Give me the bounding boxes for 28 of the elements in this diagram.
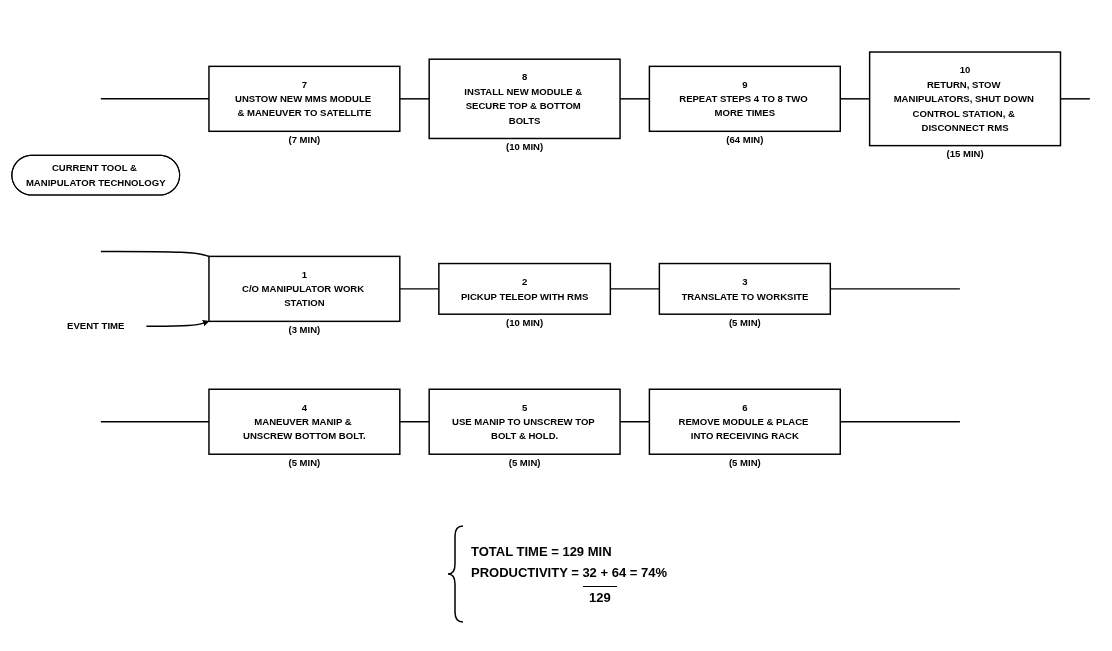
connector bbox=[399, 98, 430, 100]
node-box: 2 PICKUP TELEOP WITH RMS bbox=[438, 262, 612, 315]
node-box: 1 C/O MANIPULATOR WORK STATION bbox=[208, 255, 401, 323]
node-box: 6 REMOVE MODULE & PLACE INTO RECEIVING RACK bbox=[648, 388, 841, 455]
node-box: 4 MANEUVER MANIP & UNSCREW BOTTOM BOLT. bbox=[208, 388, 401, 455]
duration-label: (3 MIN) bbox=[288, 324, 321, 336]
fraction-denominator: 129 bbox=[583, 585, 617, 605]
duration-label: (10 MIN) bbox=[506, 141, 544, 153]
connector bbox=[399, 421, 430, 423]
duration-label: (7 MIN) bbox=[288, 134, 321, 146]
node-box: 7 UNSTOW NEW MMS MODULE & MANEUVER TO SATELLITE bbox=[208, 65, 401, 133]
duration-label: (5 MIN) bbox=[288, 456, 321, 468]
node-box: 5 USE MANIP TO UNSCREW TOP BOLT & HOLD. bbox=[428, 388, 621, 455]
node-box: 9 REPEAT STEPS 4 TO 8 TWO MORE TIMES bbox=[648, 65, 841, 133]
node-box: 3 TRANSLATE TO WORKSITE bbox=[658, 262, 832, 315]
duration-label: (5 MIN) bbox=[508, 456, 541, 468]
duration-label: (5 MIN) bbox=[728, 316, 761, 328]
duration-label: (5 MIN) bbox=[728, 456, 761, 468]
connector bbox=[100, 250, 210, 258]
duration-label: (10 MIN) bbox=[506, 316, 544, 328]
node-box: 10 RETURN, STOW MANIPULATORS, SHUT DOWN CONTROL STATION, & DISCONNECT RMS bbox=[868, 51, 1062, 147]
node-text: EVENT TIME bbox=[67, 320, 125, 332]
duration-label: (64 MIN) bbox=[726, 134, 764, 146]
arrow bbox=[145, 320, 210, 327]
duration-label: (15 MIN) bbox=[946, 148, 984, 160]
formula-text: TOTAL TIME = 129 MIN bbox=[471, 543, 613, 559]
node-box: 8 INSTALL NEW MODULE & SECURE TOP & BOTTOM BOLTS bbox=[428, 58, 621, 140]
formula-text: PRODUCTIVITY = 32 + 64 = 74% bbox=[471, 564, 667, 580]
